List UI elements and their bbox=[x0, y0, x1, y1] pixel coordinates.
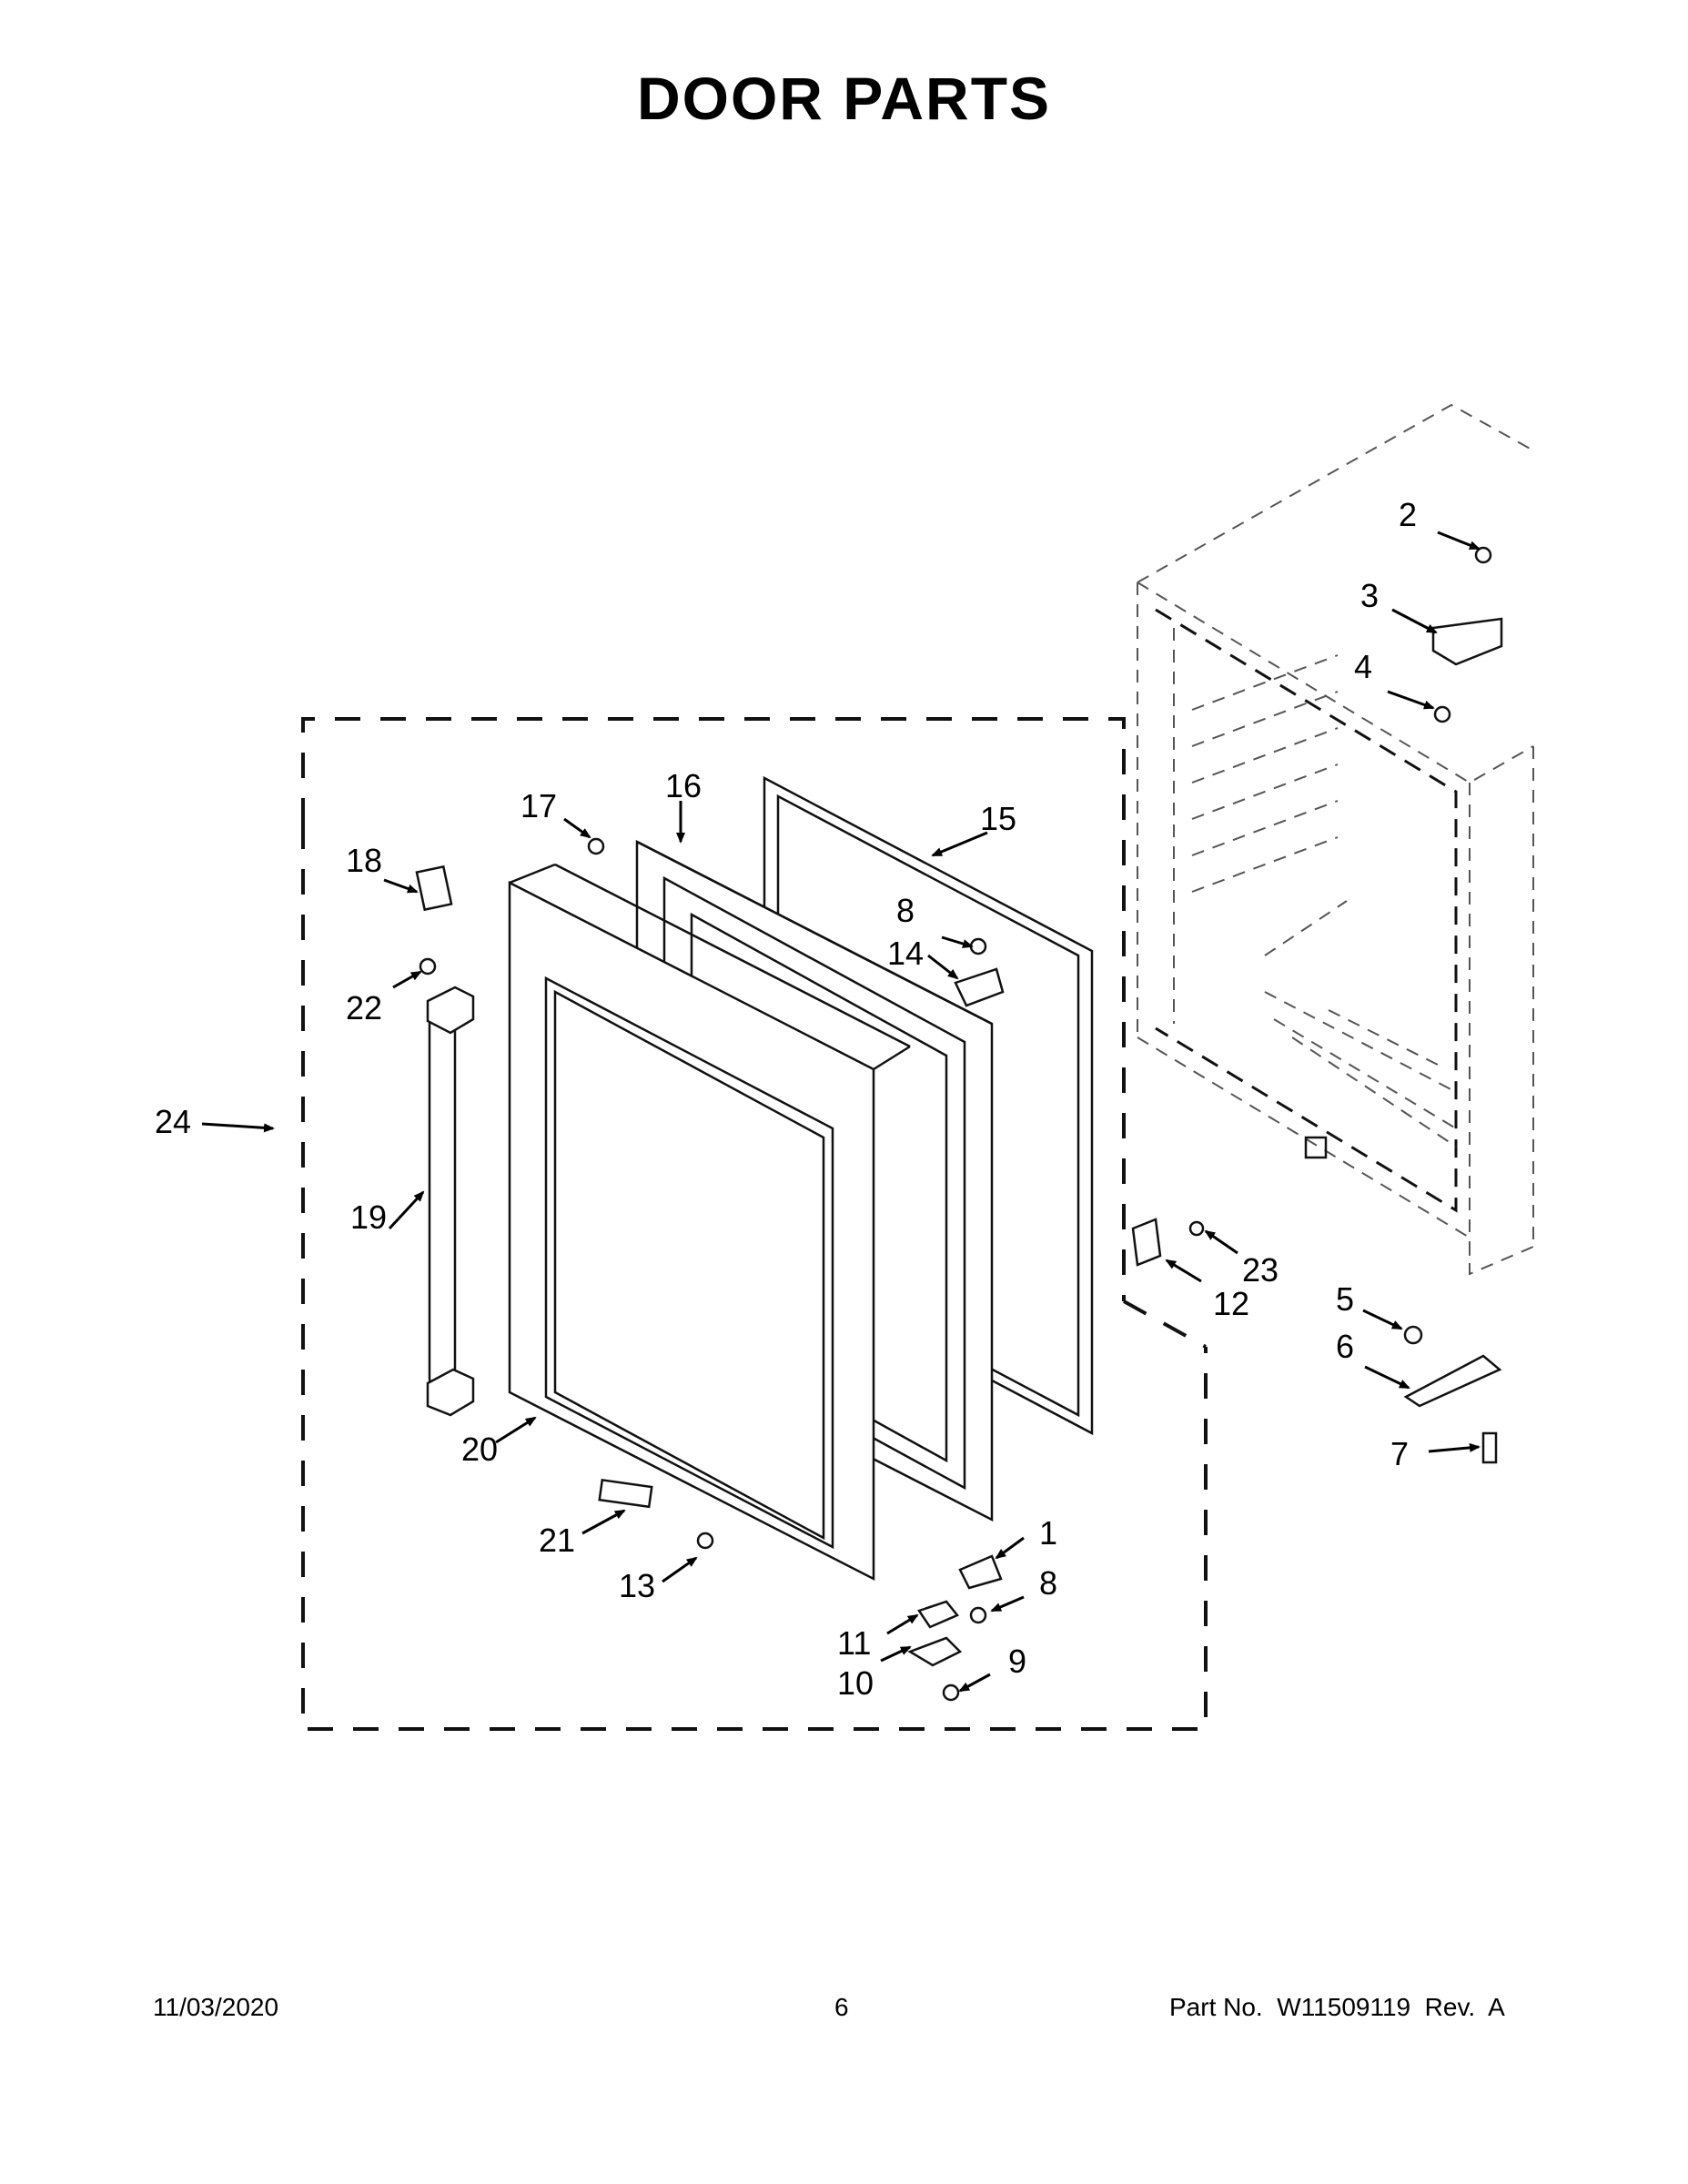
page-title: DOOR PARTS bbox=[636, 65, 1052, 132]
callout-24: 24 bbox=[155, 1103, 191, 1140]
callout-8b: 8 bbox=[1039, 1564, 1057, 1602]
callout-2: 2 bbox=[1399, 496, 1417, 533]
leader-arrows bbox=[201, 531, 1481, 1693]
callout-17: 17 bbox=[521, 787, 557, 824]
callout-22: 22 bbox=[346, 989, 382, 1026]
callout-18: 18 bbox=[346, 842, 382, 879]
callout-9: 9 bbox=[1008, 1643, 1026, 1680]
footer-date: 11/03/2020 bbox=[153, 1993, 279, 2021]
callout-23: 23 bbox=[1242, 1251, 1279, 1289]
small-parts bbox=[415, 546, 1503, 1702]
callout-8a: 8 bbox=[896, 892, 915, 929]
footer-page-number: 6 bbox=[834, 1993, 849, 2021]
callout-5: 5 bbox=[1336, 1280, 1354, 1318]
callout-14: 14 bbox=[887, 935, 924, 972]
callout-12: 12 bbox=[1213, 1285, 1249, 1322]
callout-19: 19 bbox=[350, 1198, 387, 1236]
door-assembly-outline bbox=[301, 717, 1208, 1731]
door-panel bbox=[508, 863, 911, 1582]
footer-part-number: Part No. W11509119 Rev. A bbox=[1169, 1993, 1505, 2021]
callout-6: 6 bbox=[1336, 1328, 1354, 1365]
callout-13: 13 bbox=[619, 1567, 655, 1604]
callout-11: 11 bbox=[837, 1624, 871, 1662]
callout-labels: 1 2 3 4 5 6 7 8 8 9 10 11 12 13 14 15 16… bbox=[155, 496, 1417, 1702]
callout-10: 10 bbox=[837, 1664, 874, 1702]
callout-7: 7 bbox=[1390, 1435, 1409, 1472]
door-handle bbox=[426, 986, 475, 1417]
callout-16: 16 bbox=[665, 767, 702, 804]
callout-3: 3 bbox=[1360, 577, 1379, 614]
callout-21: 21 bbox=[539, 1522, 575, 1559]
callout-4: 4 bbox=[1354, 648, 1372, 685]
callout-20: 20 bbox=[461, 1431, 498, 1468]
cabinet-outline bbox=[1137, 403, 1534, 1276]
callout-15: 15 bbox=[980, 800, 1016, 837]
callout-1: 1 bbox=[1039, 1514, 1057, 1552]
